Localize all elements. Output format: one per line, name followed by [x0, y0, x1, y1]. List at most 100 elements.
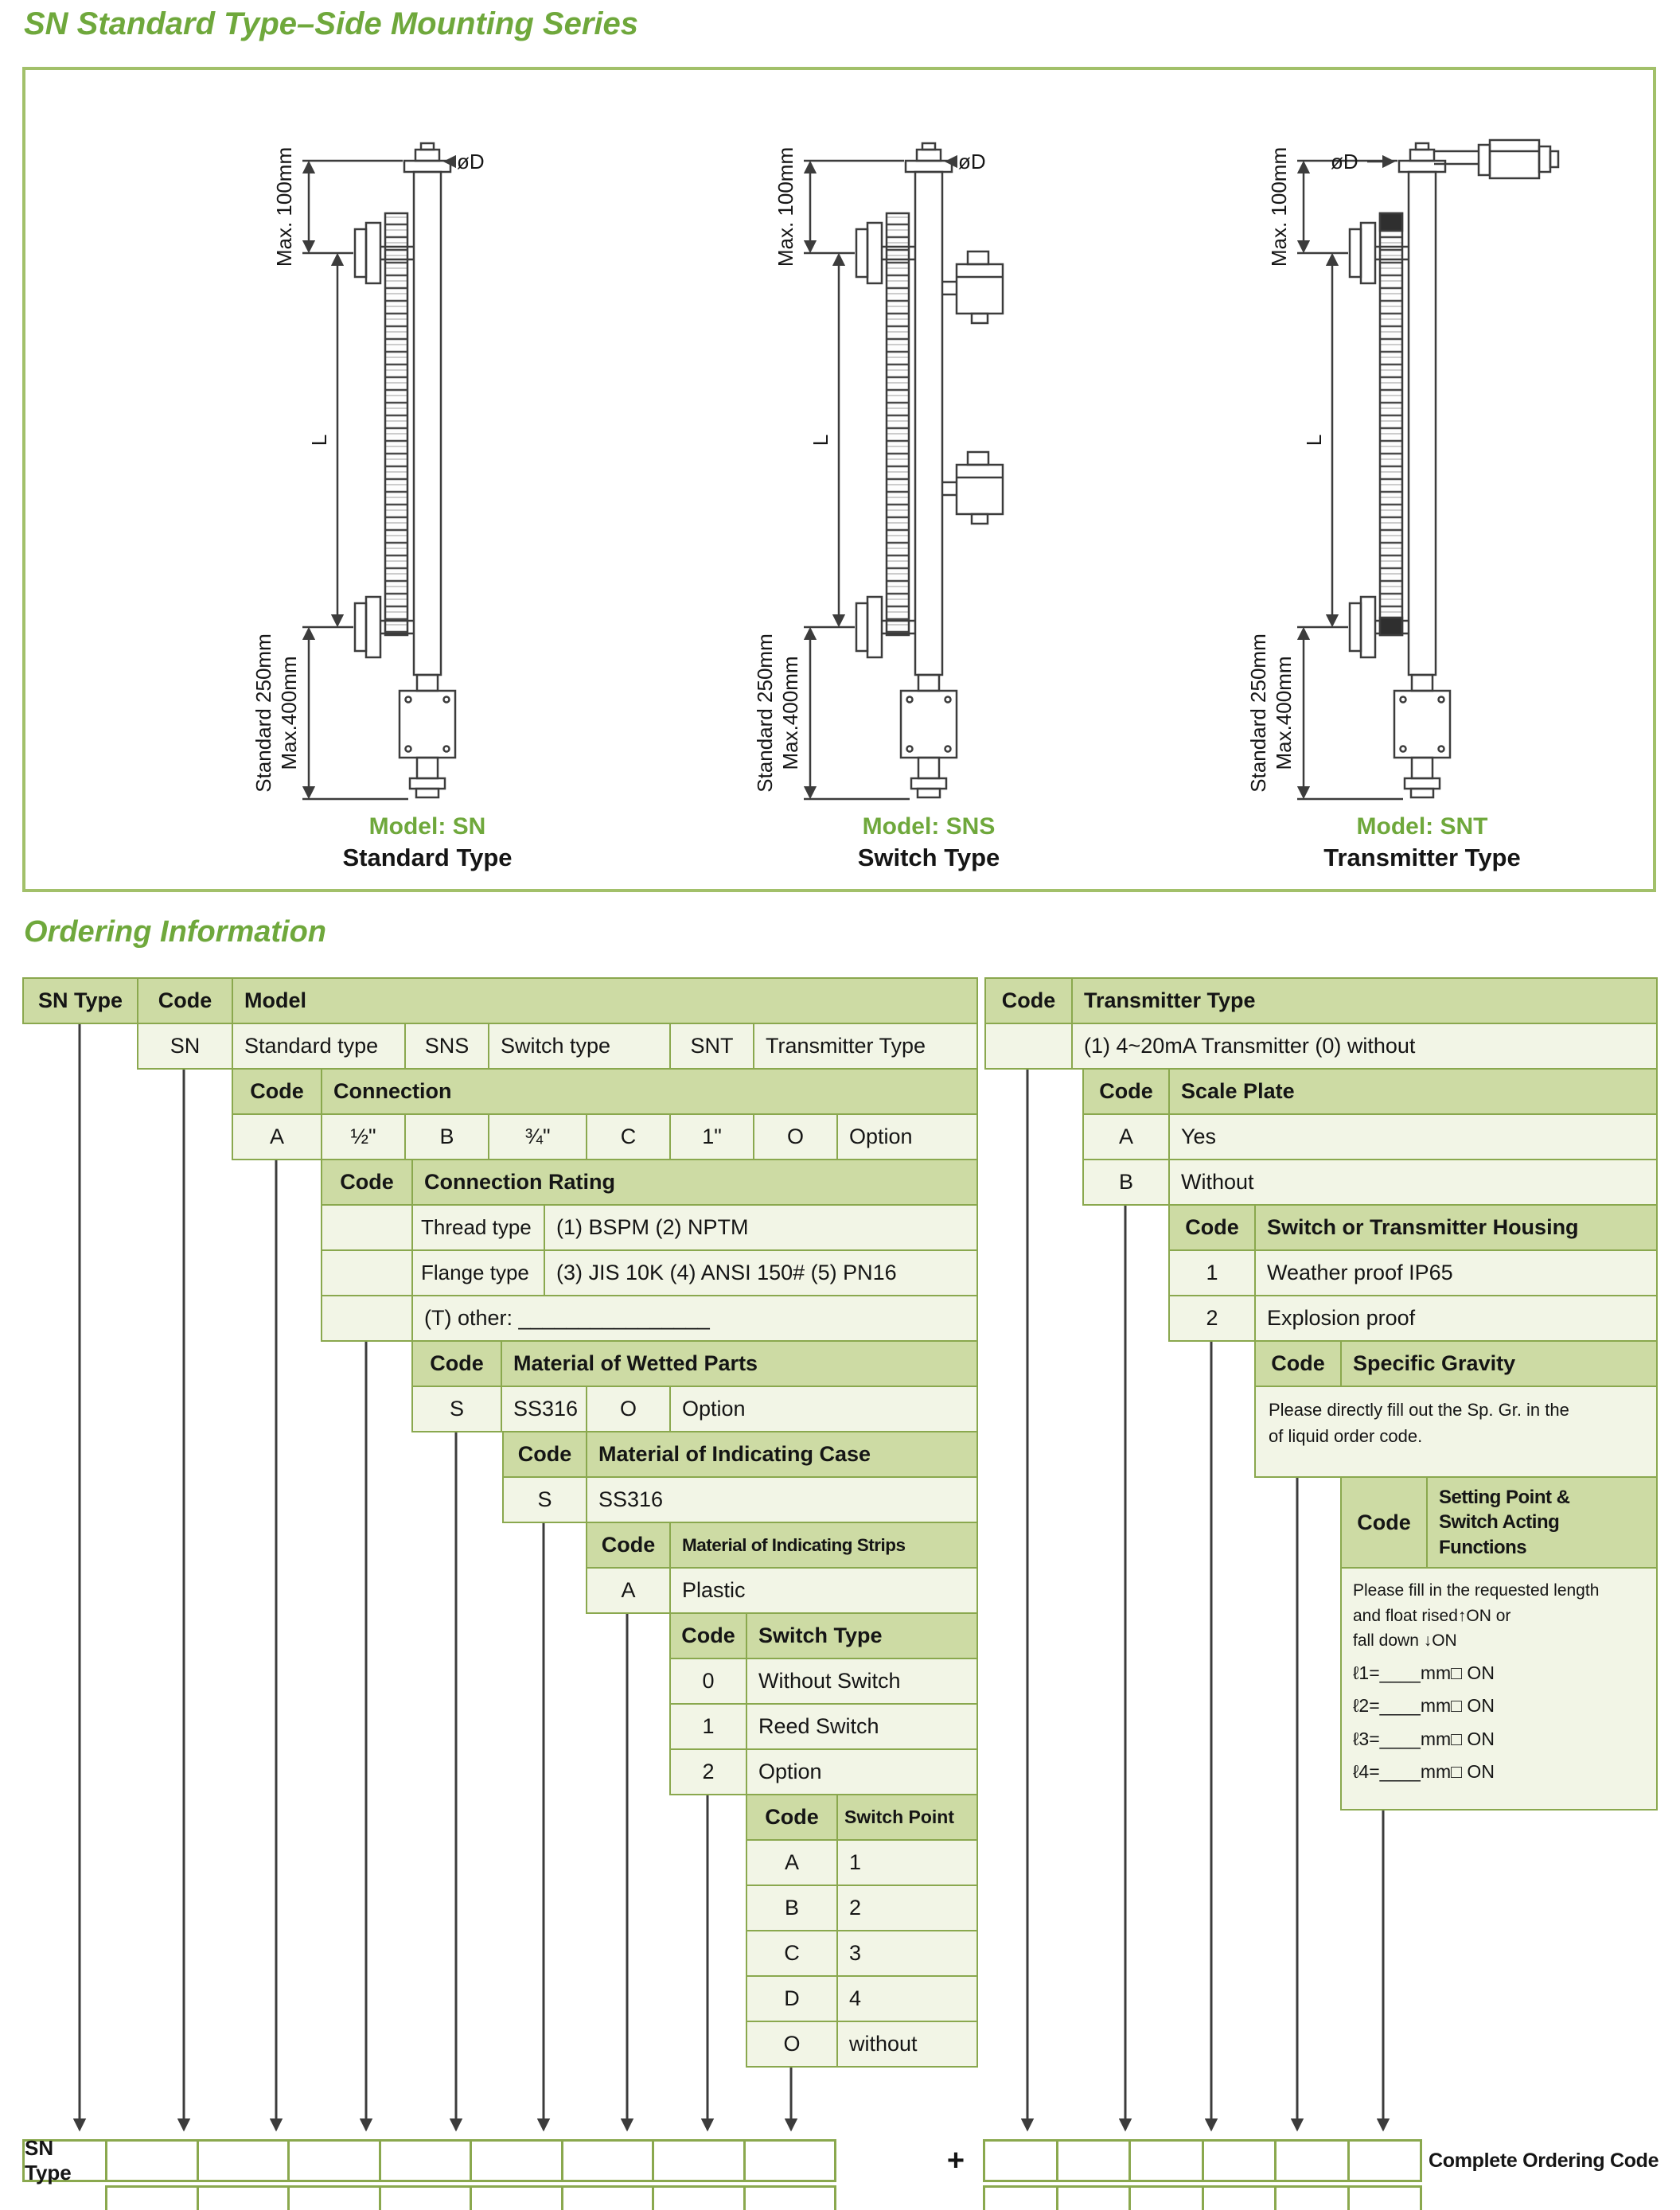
ordering-main-header-table: SN Type Code Model [22, 977, 978, 1024]
scale-plate-without: Without [1168, 1159, 1658, 1206]
code-box [381, 2188, 472, 2210]
connection-title: Connection [321, 1068, 978, 1115]
case-ss316: SS316 [586, 1476, 978, 1523]
setting-length-1: ℓ1=____mm□ ON [1353, 1662, 1495, 1683]
gravity-title: Specific Gravity [1340, 1340, 1658, 1387]
rating-flange-value: (3) JIS 10K (4) ANSI 150# (5) PN16 [543, 1249, 979, 1296]
model-sn-type-label: Standard Type [342, 844, 513, 871]
switch-point-4: 4 [836, 1975, 978, 2022]
strips-plastic: Plastic [669, 1567, 978, 1614]
model-row-table: SN Standard type SNS Switch type SNT Tra… [137, 1023, 978, 1070]
setting-length-3: ℓ3=____mm□ ON [1353, 1728, 1495, 1749]
code-box [472, 2142, 563, 2180]
scale-plate-code-header: Code [1082, 1068, 1170, 1115]
page-title: SN Standard Type–Side Mounting Series [24, 6, 638, 41]
model-code-snt: SNT [669, 1023, 754, 1070]
switch-point-code-d: D [746, 1975, 838, 2022]
wetted-parts-table: Code Material of Wetted Parts S SS316 O … [411, 1340, 978, 1432]
code-box [563, 2188, 654, 2210]
code-header-cell: Code [137, 977, 233, 1024]
connection-code-a: A [232, 1113, 322, 1160]
model-sn-label: Model: SN [368, 813, 486, 840]
indicating-case-table: Code Material of Indicating Case S SS316 [502, 1431, 978, 1523]
housing-table: Code Switch or Transmitter Housing 1 Wea… [1168, 1204, 1658, 1342]
indicating-strips-table: Code Material of Indicating Strips A Pla… [586, 1522, 978, 1614]
gauge-drawings: Max. 100mm L Standard 250mm Max.400mm øD… [25, 138, 1560, 889]
case-code-header: Code [502, 1431, 587, 1478]
gravity-note-line2: of liquid order code. [1269, 1426, 1423, 1446]
code-box [654, 2142, 746, 2180]
model-switch-label: Switch type [488, 1023, 671, 1070]
scale-plate-table: Code Scale Plate A Yes B Without [1082, 1068, 1658, 1206]
setting-note-line2: and float rised↑ON or [1353, 1606, 1511, 1625]
model-sns-label: Model: SNS [862, 813, 996, 840]
code-box [107, 2142, 199, 2180]
dim-diameter-label: øD [457, 150, 485, 173]
switch-point-2: 2 [836, 1885, 978, 1931]
switch-type-without: Without Switch [746, 1658, 978, 1705]
switch-point-1: 1 [836, 1839, 978, 1886]
strips-code-a: A [586, 1567, 671, 1614]
gravity-code-header: Code [1254, 1340, 1342, 1387]
left-code-boxes-row2 [105, 2185, 836, 2210]
rating-code-blank [321, 1295, 413, 1342]
code-box [381, 2142, 472, 2180]
dim-diameter-label: øD [1331, 150, 1358, 173]
ordering-section-title: Ordering Information [24, 915, 326, 949]
switch-point-code-c: C [746, 1930, 838, 1977]
connection-code-b: B [404, 1113, 489, 1160]
setting-title-line1: Setting Point & [1439, 1487, 1570, 1509]
switch-type-code-1: 1 [669, 1703, 747, 1750]
housing-code-header: Code [1168, 1204, 1256, 1251]
wetted-code-header: Code [411, 1340, 502, 1387]
gravity-note: Please directly fill out the Sp. Gr. in … [1254, 1386, 1658, 1478]
setting-note: Please fill in the requested length and … [1340, 1567, 1658, 1810]
switch-type-title: Switch Type [746, 1612, 978, 1659]
strips-title: Material of Indicating Strips [669, 1522, 978, 1569]
bottom-sn-type-label: SN Type [22, 2136, 107, 2185]
code-box [107, 2188, 199, 2210]
rating-other-value: (T) other: ________________ [411, 1295, 979, 1342]
transmitter-type-table: Code Transmitter Type (1) 4~20mA Transmi… [984, 977, 1658, 1070]
switch-point-3: 3 [836, 1930, 978, 1977]
model-transmitter-label: Transmitter Type [753, 1023, 978, 1070]
model-standard-label: Standard type [232, 1023, 406, 1070]
model-header-cell: Model [232, 977, 978, 1024]
code-box [1204, 2142, 1277, 2180]
complete-ordering-code-label: Complete Ordering Code [1429, 2149, 1659, 2172]
switch-point-code-header: Code [746, 1794, 838, 1841]
sn-type-header-cell: SN Type [22, 977, 138, 1024]
transmitter-title: Transmitter Type [1071, 977, 1658, 1024]
connection-code-c: C [586, 1113, 671, 1160]
right-code-boxes [983, 2139, 1422, 2182]
switch-point-code-o: O [746, 2021, 838, 2068]
setting-title-line2: Switch Acting Functions [1439, 1511, 1560, 1558]
rating-thread-value: (1) BSPM (2) NPTM [543, 1204, 979, 1251]
code-box [199, 2188, 290, 2210]
connection-code-o: O [753, 1113, 838, 1160]
case-title: Material of Indicating Case [586, 1431, 978, 1478]
case-code-s: S [502, 1476, 587, 1523]
model-snt-label: Model: SNT [1356, 813, 1488, 840]
gauge-diagram-box: Max. 100mm L Standard 250mm Max.400mm øD… [22, 67, 1656, 892]
switch-point-code-a: A [746, 1839, 838, 1886]
model-snt-type-label: Transmitter Type [1323, 844, 1521, 871]
strips-code-header: Code [586, 1522, 671, 1569]
switch-type-option: Option [746, 1748, 978, 1795]
code-box [563, 2142, 654, 2180]
connection-one-inch: 1" [669, 1113, 754, 1160]
code-box [290, 2142, 381, 2180]
switch-type-code-2: 2 [669, 1748, 747, 1795]
code-box [1277, 2188, 1350, 2210]
scale-plate-code-a: A [1082, 1113, 1170, 1160]
code-box [654, 2188, 746, 2210]
setting-title: Setting Point & Switch Acting Functions [1426, 1476, 1658, 1569]
connection-half-inch: ½" [321, 1113, 406, 1160]
plus-sign: + [946, 2143, 965, 2177]
switch-type-code-header: Code [669, 1612, 747, 1659]
transmitter-code-blank [984, 1023, 1073, 1070]
drawing-snt: øD [1246, 138, 1560, 799]
right-code-boxes-row2 [983, 2185, 1422, 2210]
code-box [985, 2142, 1058, 2180]
transmitter-options: (1) 4~20mA Transmitter (0) without [1071, 1023, 1658, 1070]
